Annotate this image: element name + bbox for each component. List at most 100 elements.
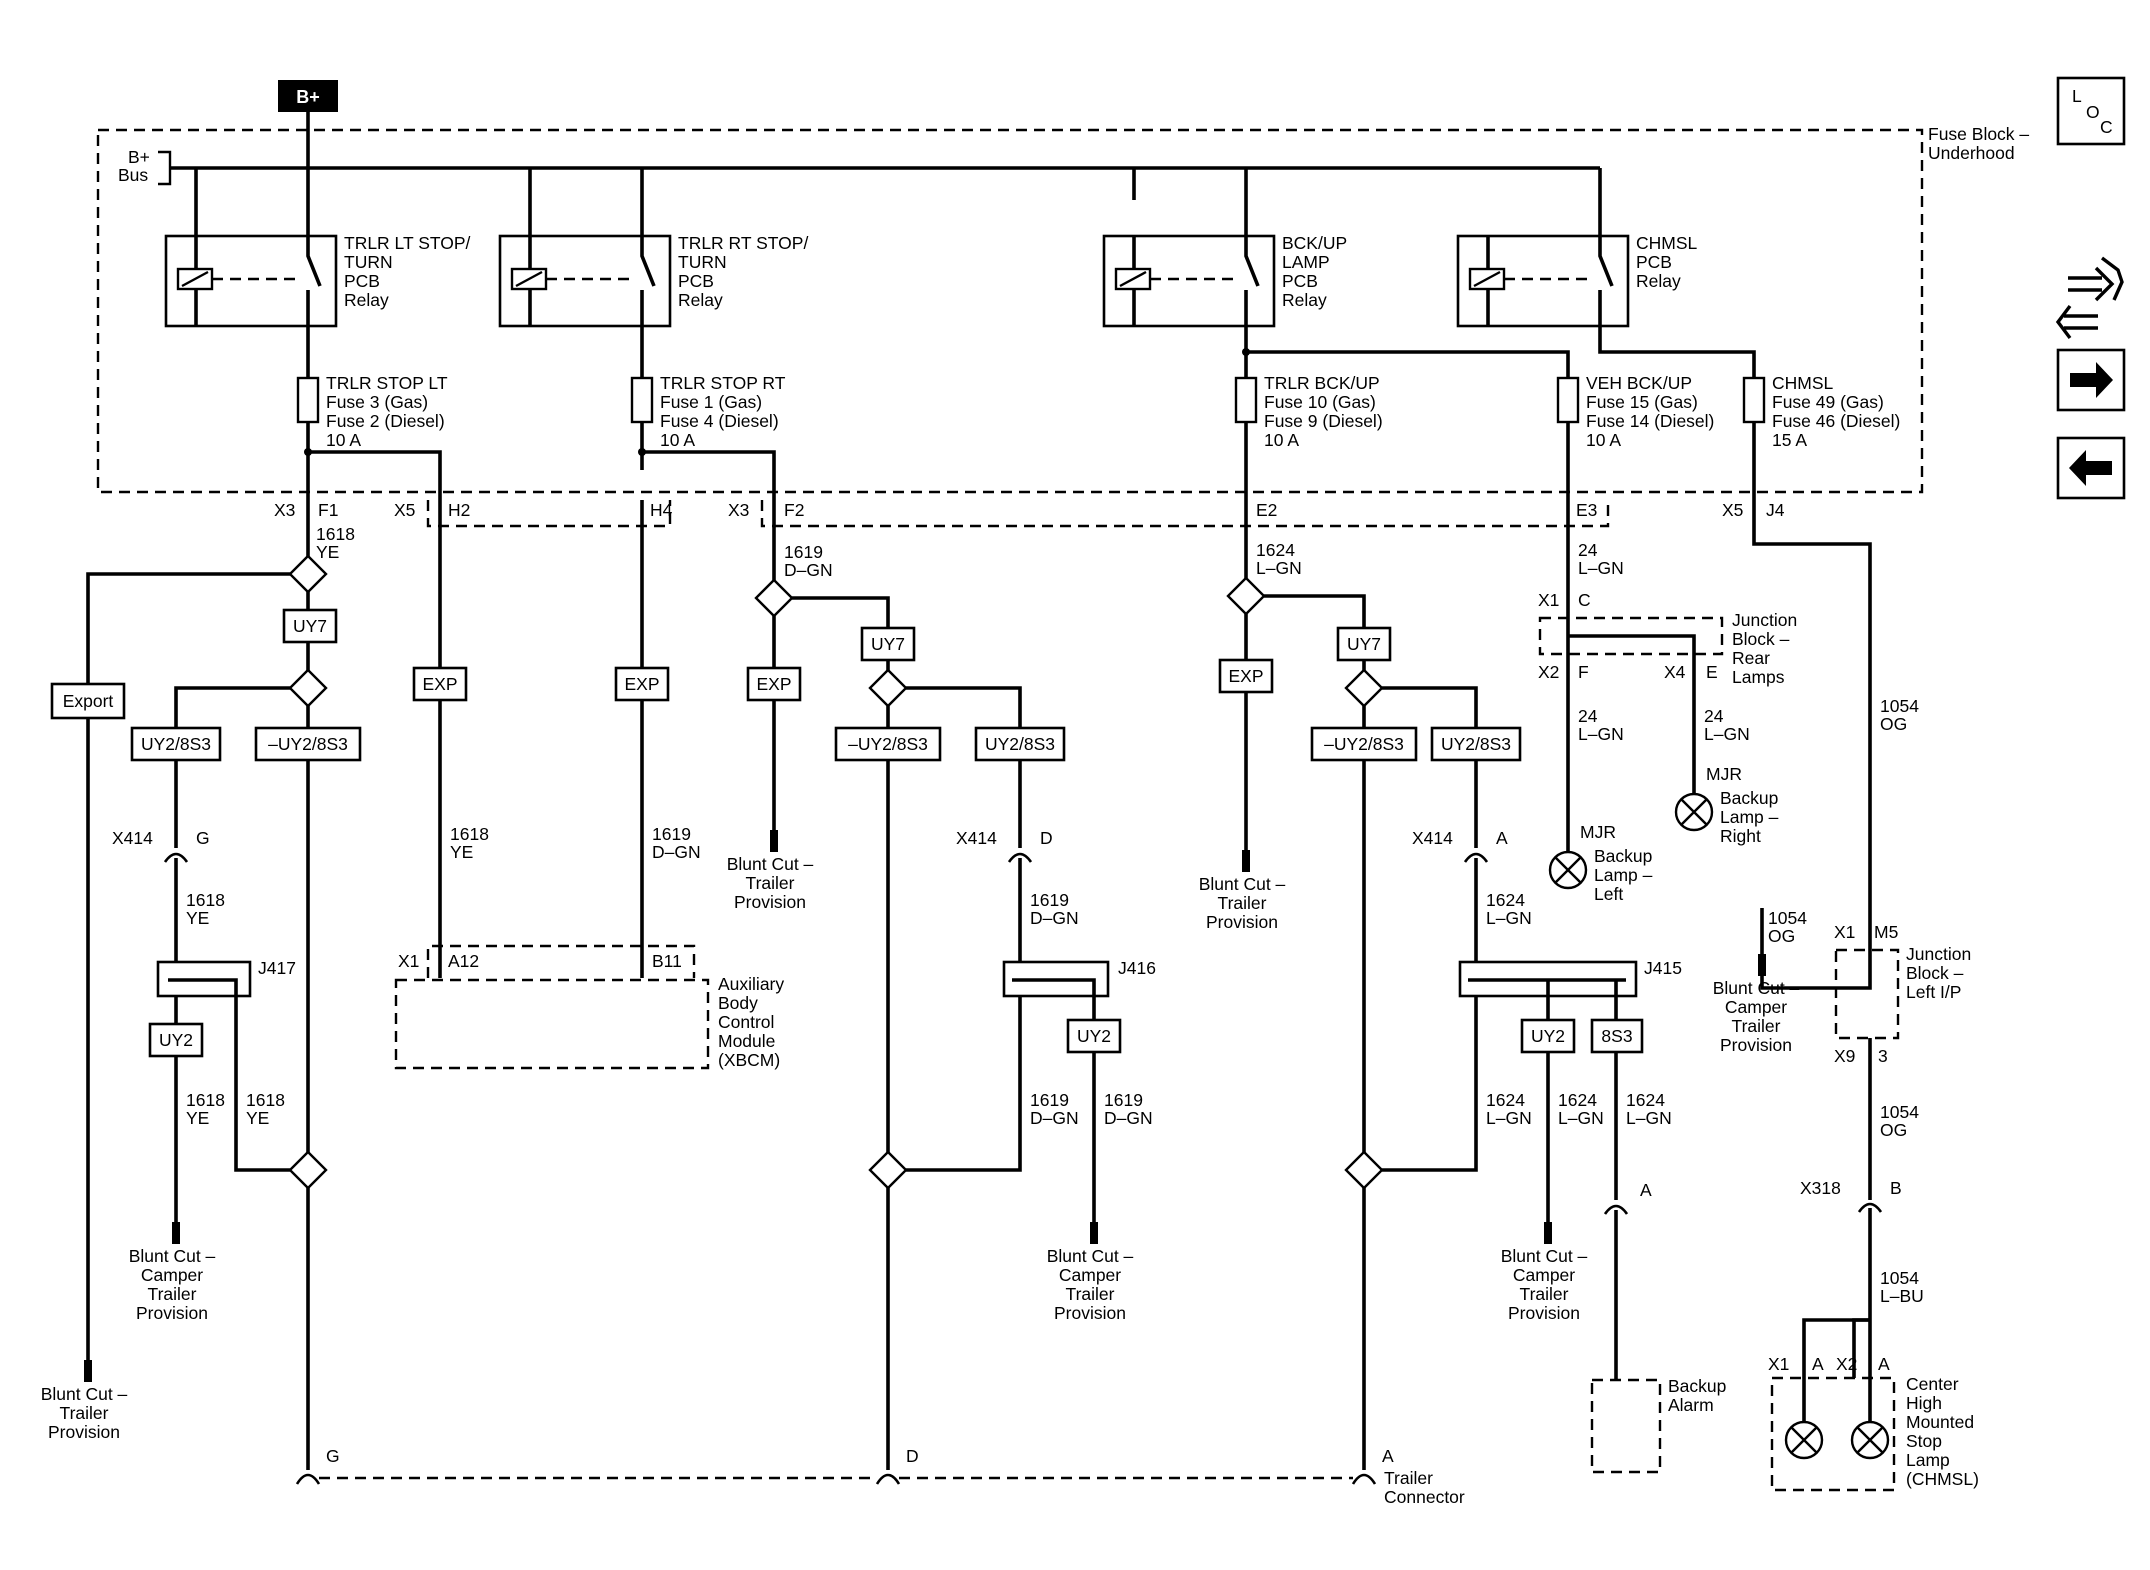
- chmsl-lamp-1: [1784, 1378, 1824, 1460]
- svg-text:Blunt Cut –: Blunt Cut –: [1713, 978, 1800, 998]
- svg-text:E3: E3: [1576, 500, 1597, 520]
- svg-text:(CHMSL): (CHMSL): [1906, 1469, 1979, 1489]
- svg-text:–UY2/8S3: –UY2/8S3: [1324, 734, 1404, 754]
- svg-text:L–GN: L–GN: [1486, 908, 1532, 928]
- svg-text:Fuse 14 (Diesel): Fuse 14 (Diesel): [1586, 411, 1714, 431]
- svg-text:A: A: [1812, 1354, 1824, 1374]
- svg-text:15 A: 15 A: [1772, 430, 1807, 450]
- svg-text:Fuse 49 (Gas): Fuse 49 (Gas): [1772, 392, 1884, 412]
- svg-text:Backup: Backup: [1668, 1376, 1726, 1396]
- svg-text:CHMSL: CHMSL: [1772, 373, 1834, 393]
- splice-diamond: [288, 554, 328, 594]
- svg-text:UY7: UY7: [871, 634, 905, 654]
- svg-text:Trailer: Trailer: [148, 1284, 197, 1304]
- schematic-nav-icon[interactable]: [2055, 256, 2124, 340]
- svg-text:YE: YE: [316, 542, 339, 562]
- svg-text:X3: X3: [274, 500, 295, 520]
- svg-text:D: D: [906, 1446, 919, 1466]
- svg-text:Relay: Relay: [678, 290, 723, 310]
- svg-text:Underhood: Underhood: [1928, 143, 2015, 163]
- svg-text:1619: 1619: [784, 542, 823, 562]
- svg-text:UY7: UY7: [1347, 634, 1381, 654]
- option-exp-3: [746, 666, 802, 702]
- option-uy2-8s3-3: [1430, 726, 1522, 762]
- svg-text:G: G: [326, 1446, 340, 1466]
- svg-text:Camper: Camper: [1725, 997, 1787, 1017]
- fuse-block-connector-pins: X3 F1 X5 H2 H4 X3 F2 E2 E3 X5 J4: [274, 500, 1785, 520]
- svg-text:10 A: 10 A: [1264, 430, 1299, 450]
- chmsl-lamp-2: [1850, 1378, 1890, 1460]
- svg-text:Rear: Rear: [1732, 648, 1770, 668]
- svg-text:–UY2/8S3: –UY2/8S3: [268, 734, 348, 754]
- svg-text:Trailer: Trailer: [1732, 1016, 1781, 1036]
- svg-text:1054: 1054: [1768, 908, 1807, 928]
- svg-text:Export: Export: [63, 691, 114, 711]
- svg-text:X414: X414: [956, 828, 997, 848]
- fuse-chmsl: CHMSL Fuse 49 (Gas) Fuse 46 (Diesel) 15 …: [1598, 326, 1900, 470]
- svg-text:8S3: 8S3: [1601, 1026, 1632, 1046]
- svg-text:UY2/8S3: UY2/8S3: [985, 734, 1055, 754]
- svg-text:Blunt Cut –: Blunt Cut –: [41, 1384, 128, 1404]
- svg-text:Bus: Bus: [118, 165, 148, 185]
- relay-chmsl: CHMSL PCB Relay: [1456, 168, 1698, 328]
- svg-text:Center: Center: [1906, 1374, 1959, 1394]
- relay-bck-up-lamp: BCK/UP LAMP PCB Relay: [1102, 168, 1347, 328]
- svg-text:Backup: Backup: [1720, 788, 1778, 808]
- svg-text:TRLR STOP LT: TRLR STOP LT: [326, 373, 448, 393]
- option-export: [50, 682, 126, 720]
- svg-text:UY2: UY2: [1531, 1026, 1565, 1046]
- svg-text:OG: OG: [1880, 1120, 1907, 1140]
- svg-text:Provision: Provision: [1508, 1303, 1580, 1323]
- svg-text:1618: 1618: [246, 1090, 285, 1110]
- arrow-right-icon: [2070, 362, 2113, 398]
- svg-text:EXP: EXP: [1228, 666, 1263, 686]
- svg-text:Lamp –: Lamp –: [1720, 807, 1779, 827]
- next-page-button[interactable]: [2056, 348, 2126, 412]
- svg-text:X2: X2: [1836, 1354, 1857, 1374]
- svg-text:X1: X1: [1834, 922, 1855, 942]
- svg-text:Provision: Provision: [136, 1303, 208, 1323]
- xbcm-module: [394, 978, 710, 1070]
- svg-text:1054: 1054: [1880, 1102, 1919, 1122]
- svg-text:UY2/8S3: UY2/8S3: [141, 734, 211, 754]
- svg-text:Blunt Cut –: Blunt Cut –: [727, 854, 814, 874]
- svg-text:TURN: TURN: [678, 252, 727, 272]
- svg-text:G: G: [196, 828, 210, 848]
- svg-text:Junction: Junction: [1906, 944, 1971, 964]
- prev-page-button[interactable]: [2056, 436, 2126, 500]
- svg-text:X1: X1: [1768, 1354, 1789, 1374]
- blunt-cut-camper-chmsl: Blunt Cut – Camper Trailer Provision: [1713, 978, 1800, 1055]
- svg-text:D–GN: D–GN: [652, 842, 701, 862]
- svg-text:1624: 1624: [1256, 540, 1295, 560]
- svg-text:Connector: Connector: [1384, 1487, 1465, 1507]
- svg-text:Control: Control: [718, 1012, 774, 1032]
- svg-text:TRLR LT STOP/: TRLR LT STOP/: [344, 233, 471, 253]
- svg-text:Body: Body: [718, 993, 758, 1013]
- svg-text:PCB: PCB: [678, 271, 714, 291]
- svg-text:Module: Module: [718, 1031, 775, 1051]
- trailer-connector: G D A Trailer Connector: [295, 1446, 1465, 1507]
- svg-text:C: C: [1578, 590, 1591, 610]
- loc-button[interactable]: L O C: [2056, 76, 2126, 146]
- blunt-cut-camper-j415: Blunt Cut – Camper Trailer Provision: [1501, 1246, 1588, 1323]
- svg-text:1618: 1618: [186, 890, 225, 910]
- svg-text:Auxiliary: Auxiliary: [718, 974, 784, 994]
- svg-text:Left I/P: Left I/P: [1906, 982, 1961, 1002]
- svg-text:X5: X5: [1722, 500, 1743, 520]
- svg-text:1624: 1624: [1626, 1090, 1665, 1110]
- svg-text:UY7: UY7: [293, 616, 327, 636]
- svg-text:X4: X4: [1664, 662, 1686, 682]
- svg-text:OG: OG: [1768, 926, 1795, 946]
- svg-text:F1: F1: [318, 500, 338, 520]
- svg-text:J415: J415: [1644, 958, 1682, 978]
- svg-text:C: C: [2100, 117, 2113, 137]
- svg-text:X3: X3: [728, 500, 749, 520]
- svg-text:X414: X414: [112, 828, 153, 848]
- svg-text:L–GN: L–GN: [1578, 724, 1624, 744]
- svg-text:Backup: Backup: [1594, 846, 1652, 866]
- svg-text:EXP: EXP: [624, 674, 659, 694]
- bus-label: B+: [128, 147, 150, 167]
- svg-text:Left: Left: [1594, 884, 1623, 904]
- svg-text:1619: 1619: [1104, 1090, 1143, 1110]
- option-not-uy2-8s3: [254, 726, 362, 762]
